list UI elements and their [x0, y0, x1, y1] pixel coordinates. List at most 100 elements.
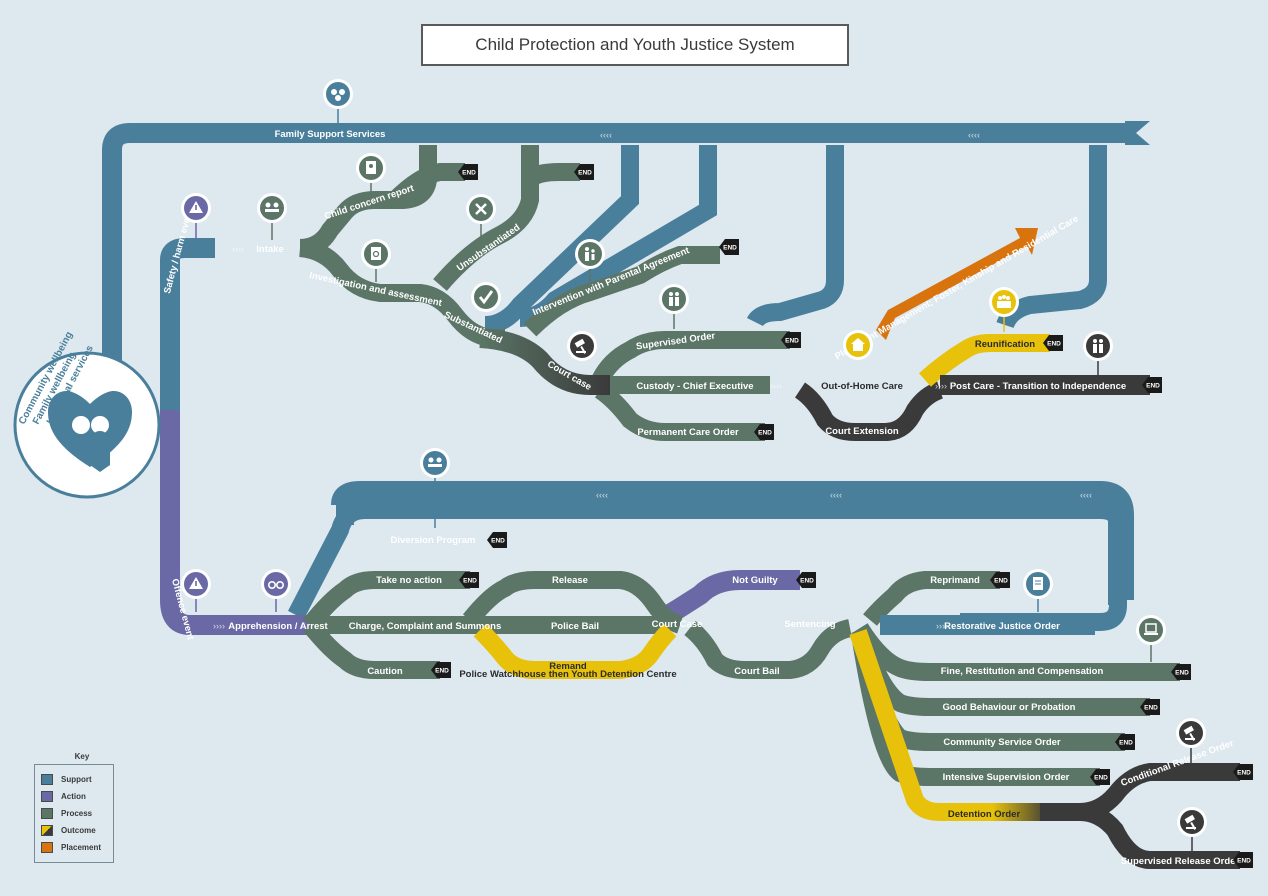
court-extension-label: Court Extension [825, 426, 899, 437]
end-marker [431, 662, 451, 678]
community-service-label: Community Service Order [943, 737, 1061, 748]
warning-icon [181, 569, 211, 612]
end-marker [458, 164, 478, 180]
svg-text:END: END [1094, 775, 1108, 782]
end-marker [1115, 734, 1135, 750]
supervised-release-label: Supervised Release Order [1121, 856, 1240, 867]
end-marker [1140, 699, 1160, 715]
fine-label: Fine, Restitution and Compensation [941, 666, 1104, 677]
svg-text:END: END [578, 170, 592, 177]
svg-text:››››: ›››› [935, 381, 947, 391]
end-marker [781, 332, 801, 348]
end-marker [487, 532, 507, 548]
cross-icon [466, 194, 496, 239]
svg-text:END: END [462, 170, 476, 177]
svg-text:END: END [994, 578, 1008, 585]
end-marker [796, 572, 816, 588]
laptop-icon [1136, 615, 1166, 662]
legend-item: Placement [41, 839, 107, 856]
svg-text:END: END [758, 430, 772, 437]
out-of-home-label: Out-of-Home Care [821, 381, 903, 392]
restorative-label: Restorative Justice Order [944, 621, 1060, 632]
hub-heart-icon [48, 391, 132, 472]
end-marker [719, 239, 739, 255]
end-marker [990, 572, 1010, 588]
svg-text:END: END [435, 668, 449, 675]
end-marker [1233, 852, 1253, 868]
not-guilty-label: Not Guilty [732, 575, 778, 586]
svg-text:‹‹‹‹: ‹‹‹‹ [830, 490, 842, 500]
police-bail-label: Police Bail [551, 621, 599, 632]
svg-text:END: END [1146, 383, 1160, 390]
end-marker [459, 572, 479, 588]
charge-label: Charge, Complaint and Summons [349, 621, 502, 632]
legend-swatch [41, 825, 53, 836]
legend-item: Outcome [41, 822, 107, 839]
gavel-icon [567, 331, 597, 361]
remand-sub-label: Police Watchhouse then Youth Detention C… [459, 669, 676, 680]
group-icon [989, 287, 1019, 332]
svg-text:‹‹‹‹: ‹‹‹‹ [1080, 490, 1092, 500]
wellbeing-hub: Community wellbeing Family wellbeing Uni… [13, 330, 161, 499]
reprimand-label: Reprimand [930, 575, 980, 586]
id-card-icon [356, 153, 386, 196]
end-markers: END END END END END END END END END END … [431, 164, 1253, 868]
end-marker [754, 424, 774, 440]
permanent-care-label: Permanent Care Order [637, 427, 739, 438]
family-support-arrowhead [1125, 121, 1150, 145]
family-icon [323, 79, 353, 124]
reunification-label: Reunification [975, 339, 1035, 350]
legend-title: Key [74, 752, 90, 761]
end-marker [1171, 664, 1191, 680]
detention-label: Detention Order [948, 809, 1021, 820]
report-icon [361, 239, 391, 282]
youth-support-return [336, 486, 1126, 605]
svg-text:END: END [463, 578, 477, 585]
intensive-label: Intensive Supervision Order [943, 772, 1070, 783]
remand-line [473, 623, 677, 679]
legend-swatch [41, 774, 53, 785]
end-marker [1142, 377, 1162, 393]
people-icon [1083, 331, 1113, 376]
caution-label: Caution [367, 666, 403, 677]
legend-box: Support Action Process Outcome Placement [34, 764, 114, 863]
page-title: Child Protection and Youth Justice Syste… [421, 24, 849, 66]
cp-process-lines [298, 145, 790, 441]
remand-label: Remand [549, 661, 587, 672]
sentencing-label: Sentencing [784, 619, 835, 630]
flow-chevrons: ›››› ‹‹‹‹ ‹‹‹‹ ‹‹‹‹ ‹‹‹‹ ‹‹‹‹ ›››› ›››› … [213, 130, 1092, 631]
reunification-line [918, 334, 1050, 387]
legend-swatch [41, 808, 53, 819]
post-care-label: Post Care - Transition to Independence [950, 381, 1126, 392]
icons [181, 79, 1207, 852]
detention-line [849, 629, 1050, 821]
svg-text:END: END [1144, 705, 1158, 712]
legend-swatch [41, 842, 53, 853]
svg-text:END: END [1237, 858, 1251, 865]
svg-text:‹‹‹‹: ‹‹‹‹ [600, 130, 612, 140]
svg-text:››››: ›››› [232, 244, 244, 254]
legend-swatch [41, 791, 53, 802]
placement-arrow [876, 228, 1038, 340]
legend-item: Support [41, 771, 107, 788]
legend-item: Process [41, 805, 107, 822]
gavel-icon [1176, 718, 1206, 763]
house-icon [843, 330, 873, 360]
court-case-yj-label: Court Case [652, 619, 703, 630]
good-behaviour-label: Good Behaviour or Probation [942, 702, 1075, 713]
end-marker [1090, 769, 1110, 785]
end-marker [1043, 335, 1063, 351]
svg-text:END: END [491, 538, 505, 545]
custody-label: Custody - Chief Executive [636, 381, 753, 392]
meeting-icon [257, 193, 287, 240]
svg-text:END: END [785, 338, 799, 345]
court-case-line [479, 328, 610, 395]
svg-text:››››: ›››› [213, 621, 225, 631]
svg-text:››››: ›››› [936, 621, 948, 631]
svg-text:››››: ›››› [770, 381, 782, 391]
svg-text:END: END [800, 578, 814, 585]
handcuffs-icon [261, 569, 291, 612]
svg-text:END: END [1047, 341, 1061, 348]
